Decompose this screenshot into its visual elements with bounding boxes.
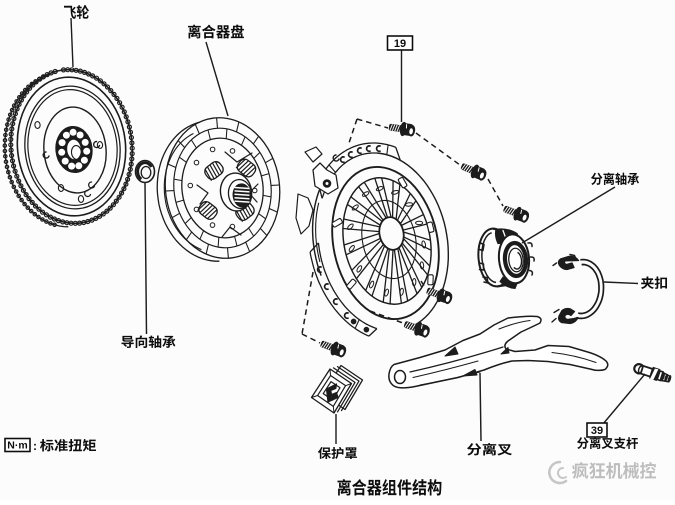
svg-text:39: 39 xyxy=(591,425,603,437)
svg-text:19: 19 xyxy=(394,38,406,50)
svg-text::: : xyxy=(33,439,37,453)
svg-text:N·m: N·m xyxy=(7,439,27,451)
